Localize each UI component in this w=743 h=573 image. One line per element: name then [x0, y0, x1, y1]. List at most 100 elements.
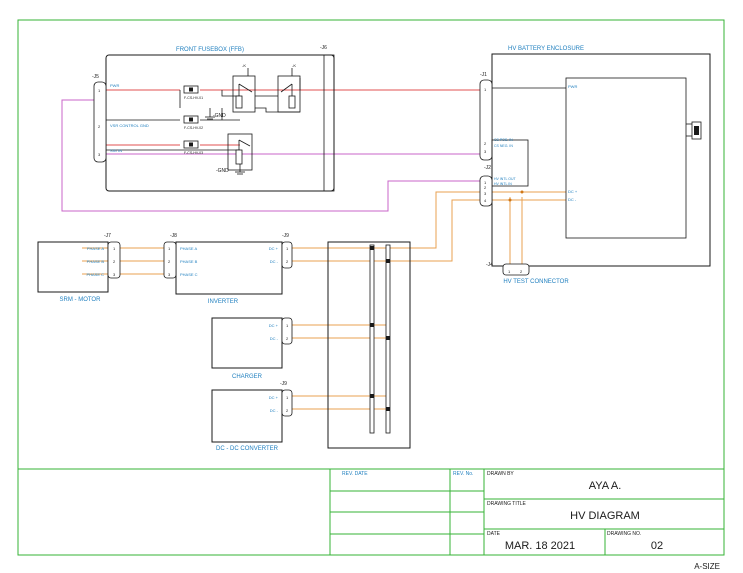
fuse-2-label: F-CS-HV-02 [184, 126, 203, 130]
inverter-phase-a: PHASE A [180, 246, 197, 251]
motor-phase-b: PHASE B [87, 259, 105, 264]
j2-cs-pos-in: CS POS. IN [494, 138, 513, 142]
relay-2-label: -K [292, 63, 296, 68]
j4-test-connector [502, 263, 530, 276]
date-value: MAR. 18 2021 [505, 540, 575, 552]
j8-pin-3: 3 [168, 272, 171, 277]
hv-distribution-box [327, 241, 411, 449]
j9-dcdc-connector [281, 389, 293, 417]
gnd-1-label: -GND [213, 113, 226, 119]
front-fusebox: FRONT FUSEBOX (FFB) -J6 -J5 1 2 3 PWR VS… [92, 45, 335, 192]
j5-ref: -J5 [92, 74, 99, 80]
bus-bar-pos [369, 244, 375, 434]
drawing-no-value: 02 [651, 540, 663, 552]
fusebox-right-rail [323, 54, 335, 192]
fuse-3-label: F-CS-HV-03 [184, 151, 203, 155]
j2-cs-neg-in: CS NEG. IN [494, 144, 513, 148]
bus-tap-4 [386, 336, 390, 340]
j7-ref: -J7 [104, 233, 111, 239]
j3-connector [479, 175, 493, 207]
j5-signal-pwr: PWR [110, 83, 119, 88]
drawn-by-value: AYA A. [589, 480, 622, 492]
j5-pin-1: 1 [98, 88, 101, 93]
dcdc-dc-neg: DC - [270, 408, 279, 413]
power-wires [106, 89, 484, 146]
j8-pin-1: 1 [168, 246, 171, 251]
test-connector-title: HV TEST CONNECTOR [503, 279, 569, 285]
drawing-no-label: DRAWING NO. [607, 531, 641, 537]
charger-pin-2: 2 [286, 336, 289, 341]
charger-title: CHARGER [232, 374, 263, 380]
rev-date-label: REV. DATE [342, 471, 368, 477]
j1-pin-1: 1 [484, 87, 487, 92]
dcdc-title: DC - DC CONVERTER [216, 446, 279, 452]
inverter: -J8 1 2 3 PHASE A PHASE B PHASE C -J9 DC… [163, 233, 293, 305]
charger-dc-pos: DC + [269, 323, 279, 328]
motor-phase-c: PHASE C [86, 272, 104, 277]
bus-tap-6 [386, 407, 390, 411]
j8-ref: -J8 [170, 233, 177, 239]
distribution-outline [327, 241, 411, 449]
relay-1 [232, 68, 256, 113]
j1-connector [479, 79, 493, 161]
j2-hv-intl-out: HV INTL OUT [494, 177, 517, 181]
j5-pin-3: 3 [98, 152, 101, 157]
battery-dc-pos: DC + [568, 189, 578, 194]
j7-pin-1: 1 [113, 246, 116, 251]
battery-dc-neg: DC - [568, 197, 577, 202]
j3-pin-4: 4 [484, 198, 487, 203]
j2-hv-intl-in: HV INTL IN [494, 182, 512, 186]
charger-dc-neg: DC - [270, 336, 279, 341]
inverter-title: INVERTER [208, 299, 239, 305]
j4-pin-1: 1 [508, 269, 511, 274]
gnd-1 [205, 108, 215, 120]
drawing-title-label: DRAWING TITLE [487, 501, 527, 507]
bus-tap-2 [386, 259, 390, 263]
inverter-phase-c: PHASE C [180, 272, 198, 277]
fusebox-ref: -J6 [320, 45, 327, 51]
bus-tap-1 [370, 246, 374, 250]
sheet-size: A-SIZE [694, 562, 720, 571]
hv-battery-enclosure: HV BATTERY ENCLOSURE PWR -J1 1 2 3 -J2 C… [479, 46, 711, 285]
fuse-3: F-CS-HV-03 [183, 140, 203, 155]
rev-no-label: REV. No. [453, 471, 473, 477]
control-wires [106, 90, 240, 151]
battery-pwr-label: PWR [568, 84, 577, 89]
charger: DC + DC - 1 2 CHARGER [211, 317, 293, 380]
fuse-1: F-CS-HV-01 [183, 85, 203, 100]
inverter-phase-b: PHASE B [180, 259, 198, 264]
j9-inverter-ref: -J9 [282, 233, 289, 239]
drawing-title-value: HV DIAGRAM [570, 510, 640, 522]
date-label: DATE [487, 531, 501, 537]
charger-connector [281, 317, 293, 345]
signal-wires [61, 99, 484, 212]
j9-dcdc-ref: -J9 [280, 381, 287, 387]
j1-pin-3: 3 [484, 149, 487, 154]
j3-pin-2: 2 [484, 185, 487, 190]
j1-ref: -J1 [480, 72, 487, 78]
inverter-dc-pos: DC + [269, 246, 279, 251]
motor-phase-a: PHASE A [87, 246, 104, 251]
j1-pin-2: 2 [484, 141, 487, 146]
gnd-2-label: -GND [216, 168, 229, 174]
j9-inverter-pin-2: 2 [286, 259, 289, 264]
dcdc-pin-1: 1 [286, 395, 289, 400]
charger-outline [211, 317, 283, 369]
j5-signal-vsr-gnd: VSR CONTROL GND [110, 123, 149, 128]
j4-ref: -J4 [486, 262, 493, 268]
title-block [329, 469, 724, 555]
dcdc-outline [211, 389, 283, 443]
dcdc-pin-2: 2 [286, 408, 289, 413]
fuse-2: F-CS-HV-02 [183, 115, 203, 130]
gnd-2 [235, 164, 245, 175]
srm-motor: -J7 PHASE A PHASE B PHASE C 1 2 3 SRM - … [37, 233, 121, 303]
battery-disconnect [686, 121, 702, 140]
j5-connector [93, 81, 107, 163]
drawn-by-label: DRAWN BY [487, 471, 514, 477]
battery-title: HV BATTERY ENCLOSURE [508, 46, 584, 52]
j3-pin-1: 1 [484, 180, 487, 185]
test-junction-neg [520, 190, 524, 194]
j8-pin-2: 2 [168, 259, 171, 264]
j3-pin-3: 3 [484, 191, 487, 196]
